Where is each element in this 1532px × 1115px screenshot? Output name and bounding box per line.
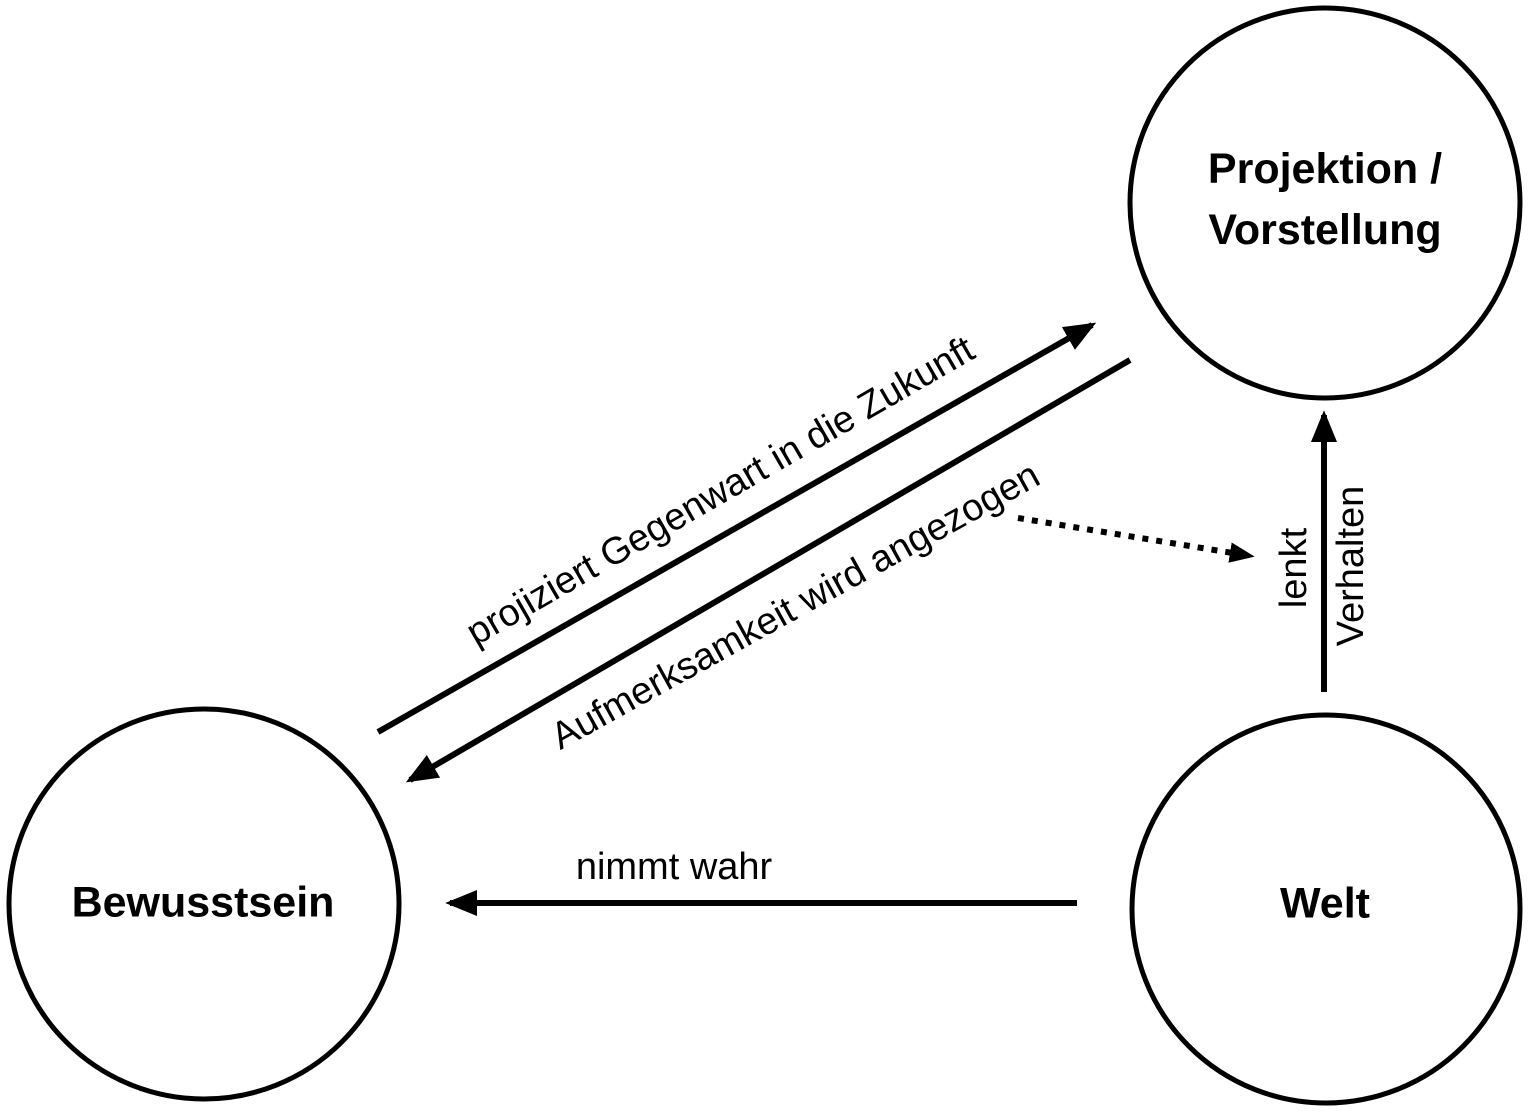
edge-nimmt-wahr-label: nimmt wahr — [575, 846, 773, 889]
node-projektion-label: Projektion / Vorstellung — [1208, 139, 1442, 261]
edge-lenkt-label: lenkt — [1273, 527, 1316, 609]
edge-projiziert-arrow — [376, 322, 1097, 735]
node-projektion-label-line2: Vorstellung — [1208, 206, 1442, 254]
node-projektion-circle — [1127, 5, 1523, 401]
node-projektion-label-line1: Projektion / — [1207, 144, 1443, 193]
edge-verhalten-label: Verhalten — [1330, 485, 1373, 647]
edge-attention-pull-dotted-arrow — [1017, 515, 1255, 563]
node-bewusstsein-circle — [6, 706, 402, 1102]
node-welt-label: Welt — [1280, 879, 1370, 928]
node-welt-circle — [1129, 712, 1523, 1106]
edge-aufmerksamkeit-arrow — [405, 357, 1132, 783]
node-bewusstsein-label: Bewusstsein — [71, 878, 335, 927]
